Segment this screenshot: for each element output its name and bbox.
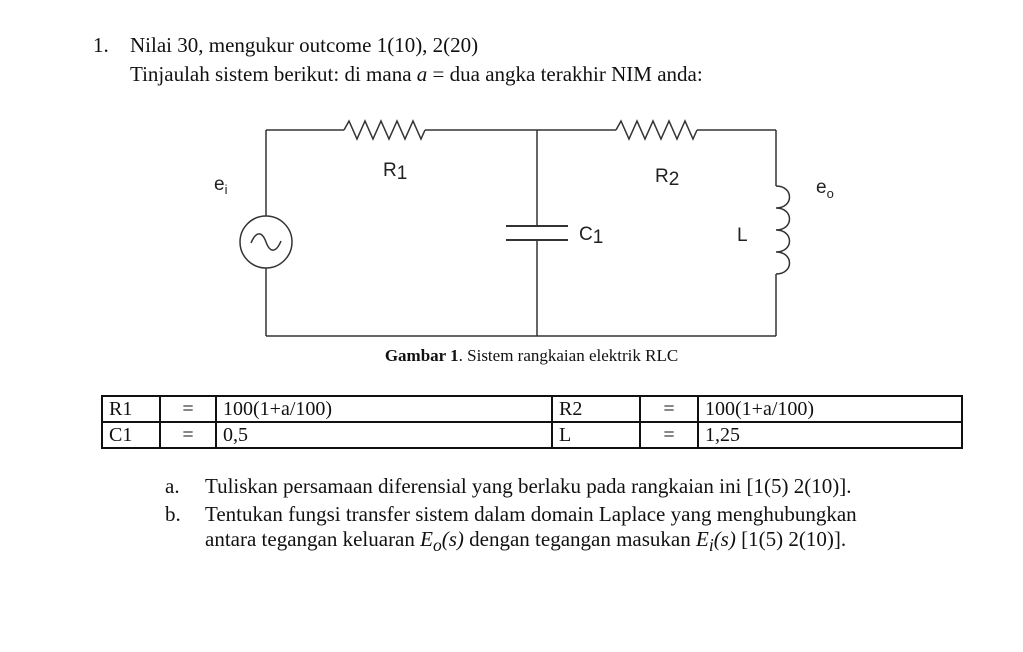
- label-ei: ei: [214, 174, 228, 197]
- part-a-label: a.: [165, 474, 180, 498]
- table-row: R1 = 100(1+a/100) R2 = 100(1+a/100): [101, 395, 963, 423]
- rlc-circuit-diagram: ei R1 R2 C1 L eo: [214, 119, 834, 337]
- part-b-label: b.: [165, 502, 181, 526]
- ac-source: [239, 215, 293, 269]
- param-name: L: [551, 421, 641, 449]
- resistor-r2: [615, 119, 698, 141]
- param-value: 0,5: [215, 421, 553, 449]
- param-value: 1,25: [697, 421, 963, 449]
- param-name: C1: [101, 421, 161, 449]
- part-b-line2: antara tegangan keluaran Eo(s) dengan te…: [205, 527, 847, 556]
- label-l: L: [737, 225, 748, 246]
- part-a: a. Tuliskan persamaan diferensial yang b…: [165, 474, 857, 499]
- label-r2: R2: [655, 166, 679, 190]
- figure-caption: Gambar 1. Sistem rangkaian elektrik RLC: [384, 346, 679, 365]
- label-r1: R1: [383, 160, 407, 184]
- table-row: C1 = 0,5 L = 1,25: [101, 421, 963, 449]
- part-a-text: Tuliskan persamaan diferensial yang berl…: [205, 474, 852, 498]
- param-name: R2: [551, 395, 641, 423]
- variable-a: a: [416, 62, 428, 86]
- parameter-table: R1 = 100(1+a/100) R2 = 100(1+a/100) C1 =…: [101, 395, 963, 449]
- param-equals: =: [639, 395, 699, 423]
- part-b-line1: Tentukan fungsi transfer sistem dalam do…: [205, 502, 857, 526]
- param-value: 100(1+a/100): [697, 395, 963, 423]
- question-number: 1.: [93, 33, 109, 57]
- param-equals: =: [159, 395, 217, 423]
- param-name: R1: [101, 395, 161, 423]
- question-parts: a. Tuliskan persamaan diferensial yang b…: [165, 474, 857, 561]
- param-value: 100(1+a/100): [215, 395, 553, 423]
- part-b: b. Tentukan fungsi transfer sistem dalam…: [165, 502, 857, 558]
- resistor-r1: [343, 119, 426, 141]
- inductor-l: [775, 185, 791, 275]
- param-equals: =: [639, 421, 699, 449]
- sine-icon: [250, 233, 282, 251]
- label-eo: eo: [816, 177, 834, 201]
- question-title: Nilai 30, mengukur outcome 1(10), 2(20): [130, 33, 479, 57]
- param-equals: =: [159, 421, 217, 449]
- question-intro: Tinjaulah sistem berikut: di mana a = du…: [130, 62, 703, 86]
- label-c1: C1: [579, 224, 603, 248]
